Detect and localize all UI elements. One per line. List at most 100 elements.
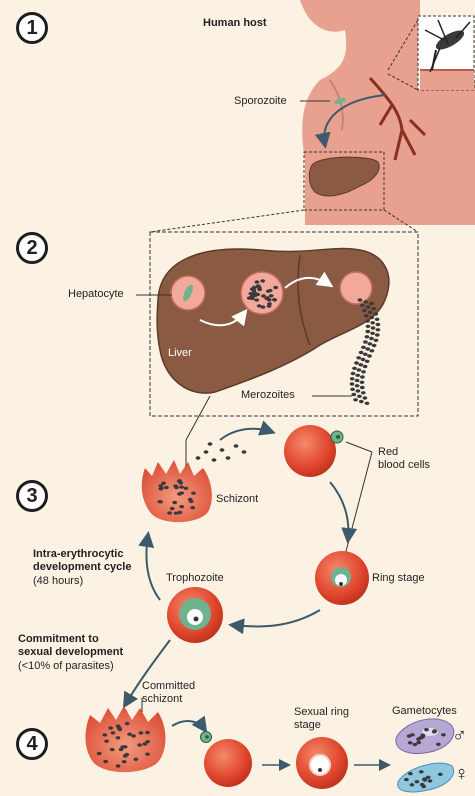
merozoite-dot — [358, 298, 363, 301]
merozoite-dot — [376, 323, 381, 326]
merozoite-dot — [369, 302, 374, 305]
merozoite-dot — [356, 389, 361, 392]
merozoite-dot — [361, 346, 366, 349]
gametocyte-dot — [424, 728, 429, 731]
merozoite-dot — [142, 742, 147, 745]
merozoite-dot — [170, 507, 175, 510]
merozoite-dot — [174, 512, 179, 515]
gametocyte-dot — [419, 770, 424, 773]
merozoite-dot — [189, 500, 194, 503]
merozoite-dot — [360, 375, 365, 378]
female-gametocyte — [398, 763, 454, 792]
merozoite-dot — [251, 289, 256, 292]
commitment-label-line2: sexual development — [18, 646, 123, 659]
merozoite-dot — [164, 486, 169, 489]
step-number-3: 3 — [16, 480, 48, 512]
merozoite-dot — [261, 305, 266, 308]
merozoite-dot — [365, 360, 370, 363]
merozoite-dot — [134, 758, 139, 761]
gametocyte-dot — [416, 741, 421, 744]
merozoite-dot — [167, 511, 172, 514]
merozoite-dot — [272, 298, 277, 301]
gametocyte-dot — [418, 736, 423, 739]
committed-schizont-label-line2: schizont — [142, 693, 182, 706]
merozoite-dot — [103, 760, 108, 763]
merozoite-dot — [356, 356, 361, 359]
merozoite-dot — [159, 486, 164, 489]
merozoite-dot — [357, 395, 362, 398]
merozoite-dot — [273, 286, 278, 289]
merozoite-dot — [102, 733, 107, 736]
committed-schizont-label-line1: Committed — [142, 680, 195, 693]
merozoite-dot — [361, 358, 366, 361]
gametocyte-dot — [436, 743, 441, 746]
gametocyte-dot — [408, 772, 413, 775]
merozoite-dot — [255, 293, 260, 296]
merozoite-dot — [352, 367, 357, 370]
merozoite-dot — [376, 328, 381, 331]
merozoite-dot — [361, 391, 366, 394]
gametocyte-dot — [426, 776, 431, 779]
merozoite-dot — [353, 398, 358, 401]
merozoite-dot — [363, 396, 368, 399]
liver-label: Liver — [168, 347, 192, 360]
merozoite-dot — [139, 731, 144, 734]
merozoites-label: Merozoites — [241, 389, 295, 402]
merozoite-dot — [179, 491, 184, 494]
merozoite-dot — [212, 458, 217, 461]
merozoite-dot — [252, 286, 257, 289]
cycle-label-line1: Intra-erythrocytic — [33, 548, 123, 561]
merozoite-dot — [267, 302, 272, 305]
arrow-to-ring — [330, 482, 348, 540]
arrow-to-schizont — [146, 535, 160, 600]
merozoite-dot — [179, 485, 184, 488]
merozoite-dot — [374, 339, 379, 342]
merozoite-dot — [196, 456, 201, 459]
merozoite-dot — [367, 354, 372, 357]
merozoite-dot — [363, 353, 368, 356]
merozoite-dot — [355, 374, 360, 377]
merozoite-dot — [360, 304, 365, 307]
human-host-label: Human host — [203, 17, 267, 30]
gametocyte-dot — [428, 779, 433, 782]
gametocyte-dot — [410, 783, 415, 786]
red-blood-cells-label-line1: Red — [378, 446, 398, 459]
merozoite-dot — [365, 402, 370, 405]
merozoite-dot — [220, 448, 225, 451]
hepatocyte-label: Hepatocyte — [68, 288, 124, 301]
merozoite-dot — [158, 500, 163, 503]
merozoite-dot — [119, 748, 124, 751]
merozoite-dot — [125, 722, 130, 725]
step-number-2: 2 — [16, 232, 48, 264]
sexual-ring-label-line1: Sexual ring — [294, 706, 349, 719]
merozoite-dot — [179, 505, 184, 508]
arrow-to-trophozoite — [232, 610, 320, 626]
arrow-to-rbc — [220, 429, 272, 440]
merozoite-dot — [375, 333, 380, 336]
merozoite-dot — [369, 316, 374, 319]
sporozoite-label: Sporozoite — [234, 95, 287, 108]
male-symbol: ♂ — [452, 726, 467, 746]
merozoite-dot — [373, 312, 378, 315]
merozoite-dot — [365, 347, 370, 350]
merozoite-dot — [363, 365, 368, 368]
merozoite-dot — [190, 506, 195, 509]
merozoite-dot — [365, 319, 370, 322]
merozoite-dot — [371, 307, 376, 310]
commitment-label-line3: (<10% of parasites) — [18, 660, 114, 673]
merozoite-dot — [358, 363, 363, 366]
merozoite-dot — [116, 736, 121, 739]
merozoite-dot — [264, 297, 269, 300]
merozoite-dot — [118, 728, 123, 731]
merozoite-dot — [351, 393, 356, 396]
merozoite-dot — [370, 332, 375, 335]
merozoite-dot — [363, 340, 368, 343]
merozoite-dot — [123, 754, 128, 757]
schizont-label: Schizont — [216, 493, 258, 506]
merozoite-dot — [359, 400, 364, 403]
merozoite-dot — [350, 377, 355, 380]
merozoite-dot — [260, 279, 265, 282]
commitment-label-line1: Commitment to — [18, 633, 99, 646]
merozoite-dot — [371, 326, 376, 329]
